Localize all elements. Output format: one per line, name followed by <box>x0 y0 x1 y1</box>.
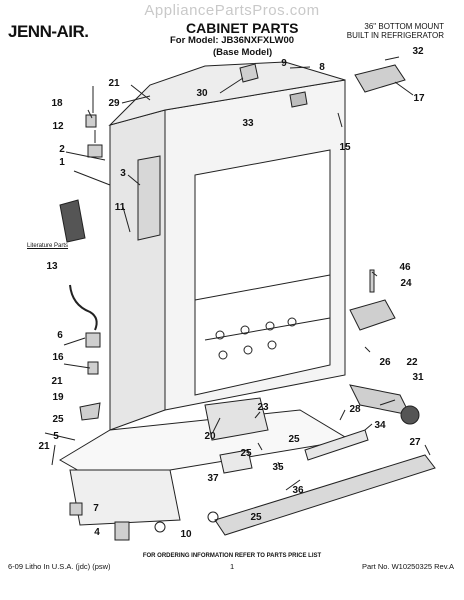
description-line1: 36" BOTTOM MOUNT <box>364 22 444 31</box>
watermark: AppliancePartsPros.com <box>144 2 320 19</box>
compressor-mount <box>204 397 269 441</box>
callout-17: 17 <box>413 93 425 104</box>
callout-13: 13 <box>46 261 58 272</box>
callout-25d: 25 <box>288 434 300 445</box>
callout-29: 29 <box>108 98 120 109</box>
callout-21a: 21 <box>108 78 120 89</box>
callout-23: 23 <box>257 402 269 413</box>
callout-24: 24 <box>400 278 412 289</box>
callout-4: 4 <box>94 527 100 538</box>
model-line: For Model: JB36NXFXLW00 <box>170 35 295 46</box>
callout-25a: 25 <box>52 414 64 425</box>
callout-2: 2 <box>59 144 65 155</box>
callout-15: 15 <box>339 142 351 153</box>
callout-21b: 21 <box>51 376 63 387</box>
part-number: Part No. W10250325 Rev.A <box>362 562 454 571</box>
base-model: (Base Model) <box>213 47 273 58</box>
callout-3: 3 <box>120 168 126 179</box>
callout-7: 7 <box>93 503 99 514</box>
callout-34: 34 <box>374 420 386 431</box>
callout-28: 28 <box>349 404 361 415</box>
callout-labels: 1 2 3 4 5 6 7 8 9 10 11 12 13 15 16 17 1… <box>38 46 425 540</box>
cabinet-top <box>108 61 346 126</box>
callout-32: 32 <box>412 46 424 57</box>
product-description: 36" BOTTOM MOUNT BUILT IN REFRIGERATOR <box>314 22 444 40</box>
callout-36: 36 <box>292 485 304 496</box>
callout-21c: 21 <box>38 441 50 452</box>
callout-25b: 25 <box>240 448 252 459</box>
top-hinge <box>354 64 406 93</box>
side-bracket <box>137 155 161 241</box>
brand-logo: JENN-AIR. <box>8 22 89 41</box>
callout-33: 33 <box>242 118 254 129</box>
callout-1: 1 <box>59 157 65 168</box>
literature-book-icon <box>59 199 86 243</box>
callout-8: 8 <box>319 62 325 73</box>
literature-parts-label: Literature Parts <box>27 243 69 249</box>
ordering-info: FOR ORDERING INFORMATION REFER TO PARTS … <box>142 553 322 559</box>
callout-37: 37 <box>207 473 219 484</box>
callout-9: 9 <box>281 58 287 69</box>
callout-35: 35 <box>272 462 284 473</box>
callout-16: 16 <box>52 352 64 363</box>
page-title: CABINET PARTS <box>186 20 299 36</box>
callout-10: 10 <box>180 529 192 540</box>
callout-25c: 25 <box>250 512 262 523</box>
callout-19: 19 <box>52 392 64 403</box>
callout-31: 31 <box>412 372 424 383</box>
callout-18: 18 <box>51 98 63 109</box>
callout-12: 12 <box>52 121 64 132</box>
callout-26: 26 <box>379 357 391 368</box>
callout-6: 6 <box>57 330 63 341</box>
callout-5: 5 <box>53 431 59 442</box>
description-line2: BUILT IN REFRIGERATOR <box>346 31 444 40</box>
callout-20: 20 <box>204 431 216 442</box>
cabinet-interior <box>194 149 331 396</box>
callout-46: 46 <box>399 262 411 273</box>
toe-grille <box>214 454 436 536</box>
lower-hinge <box>349 299 396 331</box>
litho-info: 6-09 Litho In U.S.A. (jdc) (psw) <box>8 562 111 571</box>
callout-11: 11 <box>115 202 126 213</box>
callout-27: 27 <box>409 437 421 448</box>
page-number: 1 <box>230 562 235 571</box>
callout-22: 22 <box>406 357 418 368</box>
callout-30: 30 <box>196 88 208 99</box>
